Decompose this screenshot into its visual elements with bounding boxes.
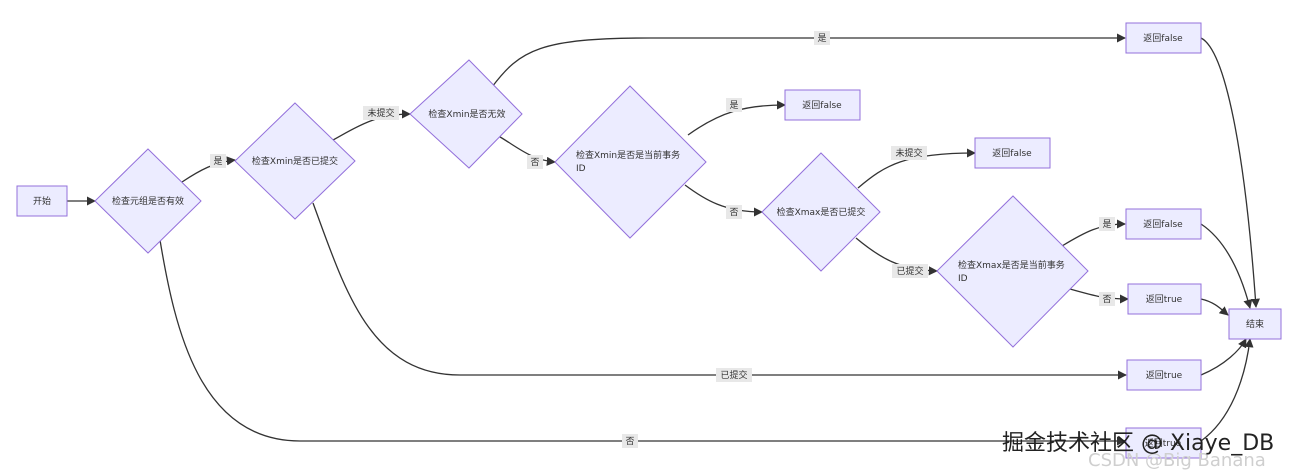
- edge-label-no-bottom: 否: [622, 434, 638, 448]
- edge-xmin-committed-to-xmin-invalid: [332, 109, 411, 141]
- svg-text:是: 是: [729, 100, 738, 111]
- edge-label-yes-1: 是: [210, 154, 226, 168]
- svg-text:ID: ID: [576, 164, 586, 174]
- node-check-xmax-committed: 检查Xmax是否已提交: [761, 152, 881, 272]
- svg-text:未提交: 未提交: [895, 147, 922, 159]
- edge-label-no-1: 否: [527, 155, 543, 169]
- svg-text:检查Xmin是否已提交: 检查Xmin是否已提交: [252, 155, 338, 167]
- edge-xmin-committed-to-return-true-2: [312, 202, 1127, 380]
- edge-label-uncommitted-1: 未提交: [363, 106, 399, 120]
- node-return-true-2: 返回true: [1126, 359, 1202, 391]
- node-return-true-1: 返回true: [1127, 283, 1202, 315]
- svg-text:开始: 开始: [33, 195, 51, 207]
- svg-text:检查Xmin是否是当前事务: 检查Xmin是否是当前事务: [576, 149, 680, 161]
- edge-return-false-4-to-end: [1200, 223, 1253, 309]
- svg-text:返回false: 返回false: [802, 99, 842, 111]
- edge-labels: 是 未提交 是 否 是 否 未提交 已提交: [210, 31, 1115, 448]
- node-return-false-4: 返回false: [1125, 208, 1202, 240]
- edge-xmax-current-to-return-false-4: [1061, 219, 1126, 247]
- edge-xmin-invalid-to-return-false-top: [491, 33, 1126, 88]
- svg-text:检查Xmax是否已提交: 检查Xmax是否已提交: [777, 206, 866, 218]
- svg-text:返回true: 返回true: [1145, 437, 1182, 449]
- svg-text:检查Xmax是否是当前事务: 检查Xmax是否是当前事务: [958, 259, 1065, 271]
- svg-text:是: 是: [213, 156, 222, 167]
- node-end: 结束: [1228, 308, 1282, 340]
- edge-label-no-3: 否: [1099, 292, 1115, 306]
- node-check-tuple-valid: 检查元组是否有效: [94, 148, 202, 254]
- svg-text:返回false: 返回false: [992, 147, 1032, 159]
- node-start: 开始: [16, 185, 68, 217]
- edge-xmin-current-to-xmax-committed: [684, 184, 763, 217]
- svg-text:是: 是: [817, 33, 826, 44]
- edge-label-yes-2: 是: [726, 98, 742, 112]
- edge-label-no-2: 否: [726, 205, 742, 219]
- edge-return-true-2-to-end: [1200, 338, 1247, 376]
- svg-text:检查Xmin是否无效: 检查Xmin是否无效: [428, 108, 505, 120]
- node-return-false-2: 返回false: [784, 89, 861, 121]
- svg-text:是: 是: [1102, 219, 1111, 230]
- node-return-false-top: 返回false: [1125, 22, 1202, 54]
- node-check-xmin-committed: 检查Xmin是否已提交: [234, 102, 356, 220]
- node-return-bottom: 返回true: [1125, 427, 1202, 459]
- nodes: 开始 检查元组是否有效 检查Xmin是否已提交 检查Xmin是否无效 检查Xmi…: [16, 22, 1282, 459]
- svg-text:否: 否: [729, 207, 738, 218]
- svg-text:检查元组是否有效: 检查元组是否有效: [112, 195, 184, 207]
- svg-text:返回false: 返回false: [1143, 32, 1183, 44]
- svg-text:否: 否: [1102, 294, 1111, 305]
- svg-text:ID: ID: [958, 274, 968, 284]
- edges: [67, 33, 1260, 446]
- svg-text:结束: 结束: [1246, 318, 1264, 330]
- edge-check-tuple-to-return-bottom: [159, 239, 1126, 446]
- watermark-csdn: CSDN @Big Banana: [1088, 450, 1266, 471]
- svg-text:未提交: 未提交: [367, 107, 394, 119]
- svg-text:否: 否: [625, 436, 634, 447]
- svg-text:已提交: 已提交: [720, 369, 747, 381]
- edge-return-true-1-to-end: [1200, 298, 1229, 316]
- node-check-xmin-invalid: 检查Xmin是否无效: [409, 59, 523, 169]
- node-check-xmax-current: 检查Xmax是否是当前事务 ID: [936, 195, 1089, 348]
- edge-label-committed-1: 已提交: [892, 264, 928, 278]
- svg-text:返回false: 返回false: [1143, 218, 1183, 230]
- edge-return-bottom-to-end: [1200, 338, 1254, 442]
- svg-text:已提交: 已提交: [896, 265, 923, 277]
- watermark-juejin: 掘金技术社区 @ Xiaye_DB: [1002, 431, 1274, 456]
- node-check-xmin-current: 检查Xmin是否是当前事务 ID: [554, 85, 707, 239]
- edge-label-uncommitted-2: 未提交: [891, 146, 927, 160]
- edge-check-tuple-to-xmin-committed: [181, 156, 236, 183]
- edge-label-yes-top: 是: [814, 31, 830, 45]
- edge-return-false-top-to-end: [1200, 37, 1260, 308]
- edge-xmax-committed-to-return-false-3: [857, 148, 976, 189]
- edge-label-yes-3: 是: [1099, 217, 1115, 231]
- svg-text:返回true: 返回true: [1146, 369, 1183, 381]
- svg-text:否: 否: [530, 157, 539, 168]
- edge-xmin-invalid-to-xmin-current: [494, 133, 556, 166]
- node-return-false-3: 返回false: [974, 137, 1051, 169]
- svg-text:返回true: 返回true: [1146, 293, 1183, 305]
- watermark: CSDN @Big Banana 掘金技术社区 @ Xiaye_DB: [1002, 431, 1274, 471]
- edge-label-committed-2: 已提交: [716, 368, 752, 382]
